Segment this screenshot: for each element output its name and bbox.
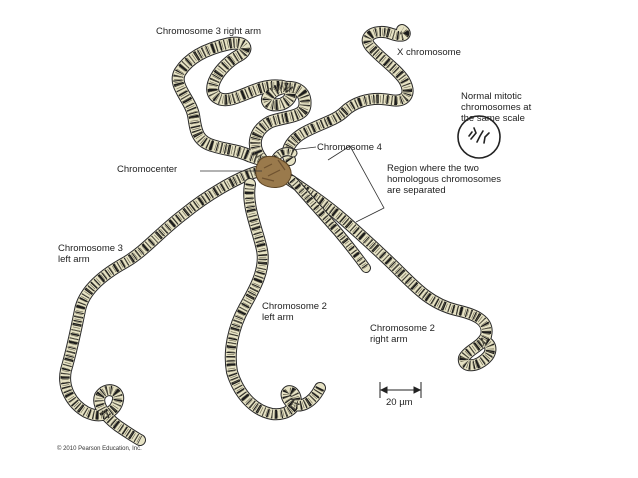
copyright-notice: © 2010 Pearson Education, Inc. [57, 446, 142, 452]
mitotic-chromosomes-circle [457, 115, 501, 159]
label-chromosome2-left-arm: Chromosome 2 left arm [262, 301, 327, 323]
chromosome2-right-arm [278, 170, 497, 372]
x-chromosome [281, 24, 414, 166]
chromosome4-leader [291, 146, 317, 151]
mitotic-chromosomes [468, 127, 490, 144]
chromocenter-texture [261, 159, 286, 182]
label-chromosome4: Chromosome 4 [317, 142, 382, 153]
scale-bar [379, 382, 422, 398]
label-x-chromosome: X chromosome [397, 47, 461, 58]
label-normal-mitotic-chromosomes: Normal mitotic chromosomes at the same s… [461, 91, 532, 124]
chromocenter-blob [255, 155, 292, 188]
chromosome2-left-arm [224, 178, 326, 421]
chromosome4 [271, 147, 298, 163]
label-chromocenter: Chromocenter [117, 164, 178, 175]
chromosome3-right-arm [171, 36, 312, 169]
label-chromosome3-left-arm: Chromosome 3 left arm [58, 243, 123, 265]
label-chromosome2-right-arm: Chromosome 2 right arm [370, 323, 435, 345]
scale-bar-label: 20 µm [386, 397, 413, 408]
label-separated-region: Region where the two homologous chromoso… [387, 163, 502, 196]
homolog-strand [287, 175, 371, 273]
chromosome3-left-arm [59, 166, 262, 446]
region-bracket [327, 145, 385, 223]
label-chromosome3-right-arm: Chromosome 3 right arm [156, 26, 262, 37]
